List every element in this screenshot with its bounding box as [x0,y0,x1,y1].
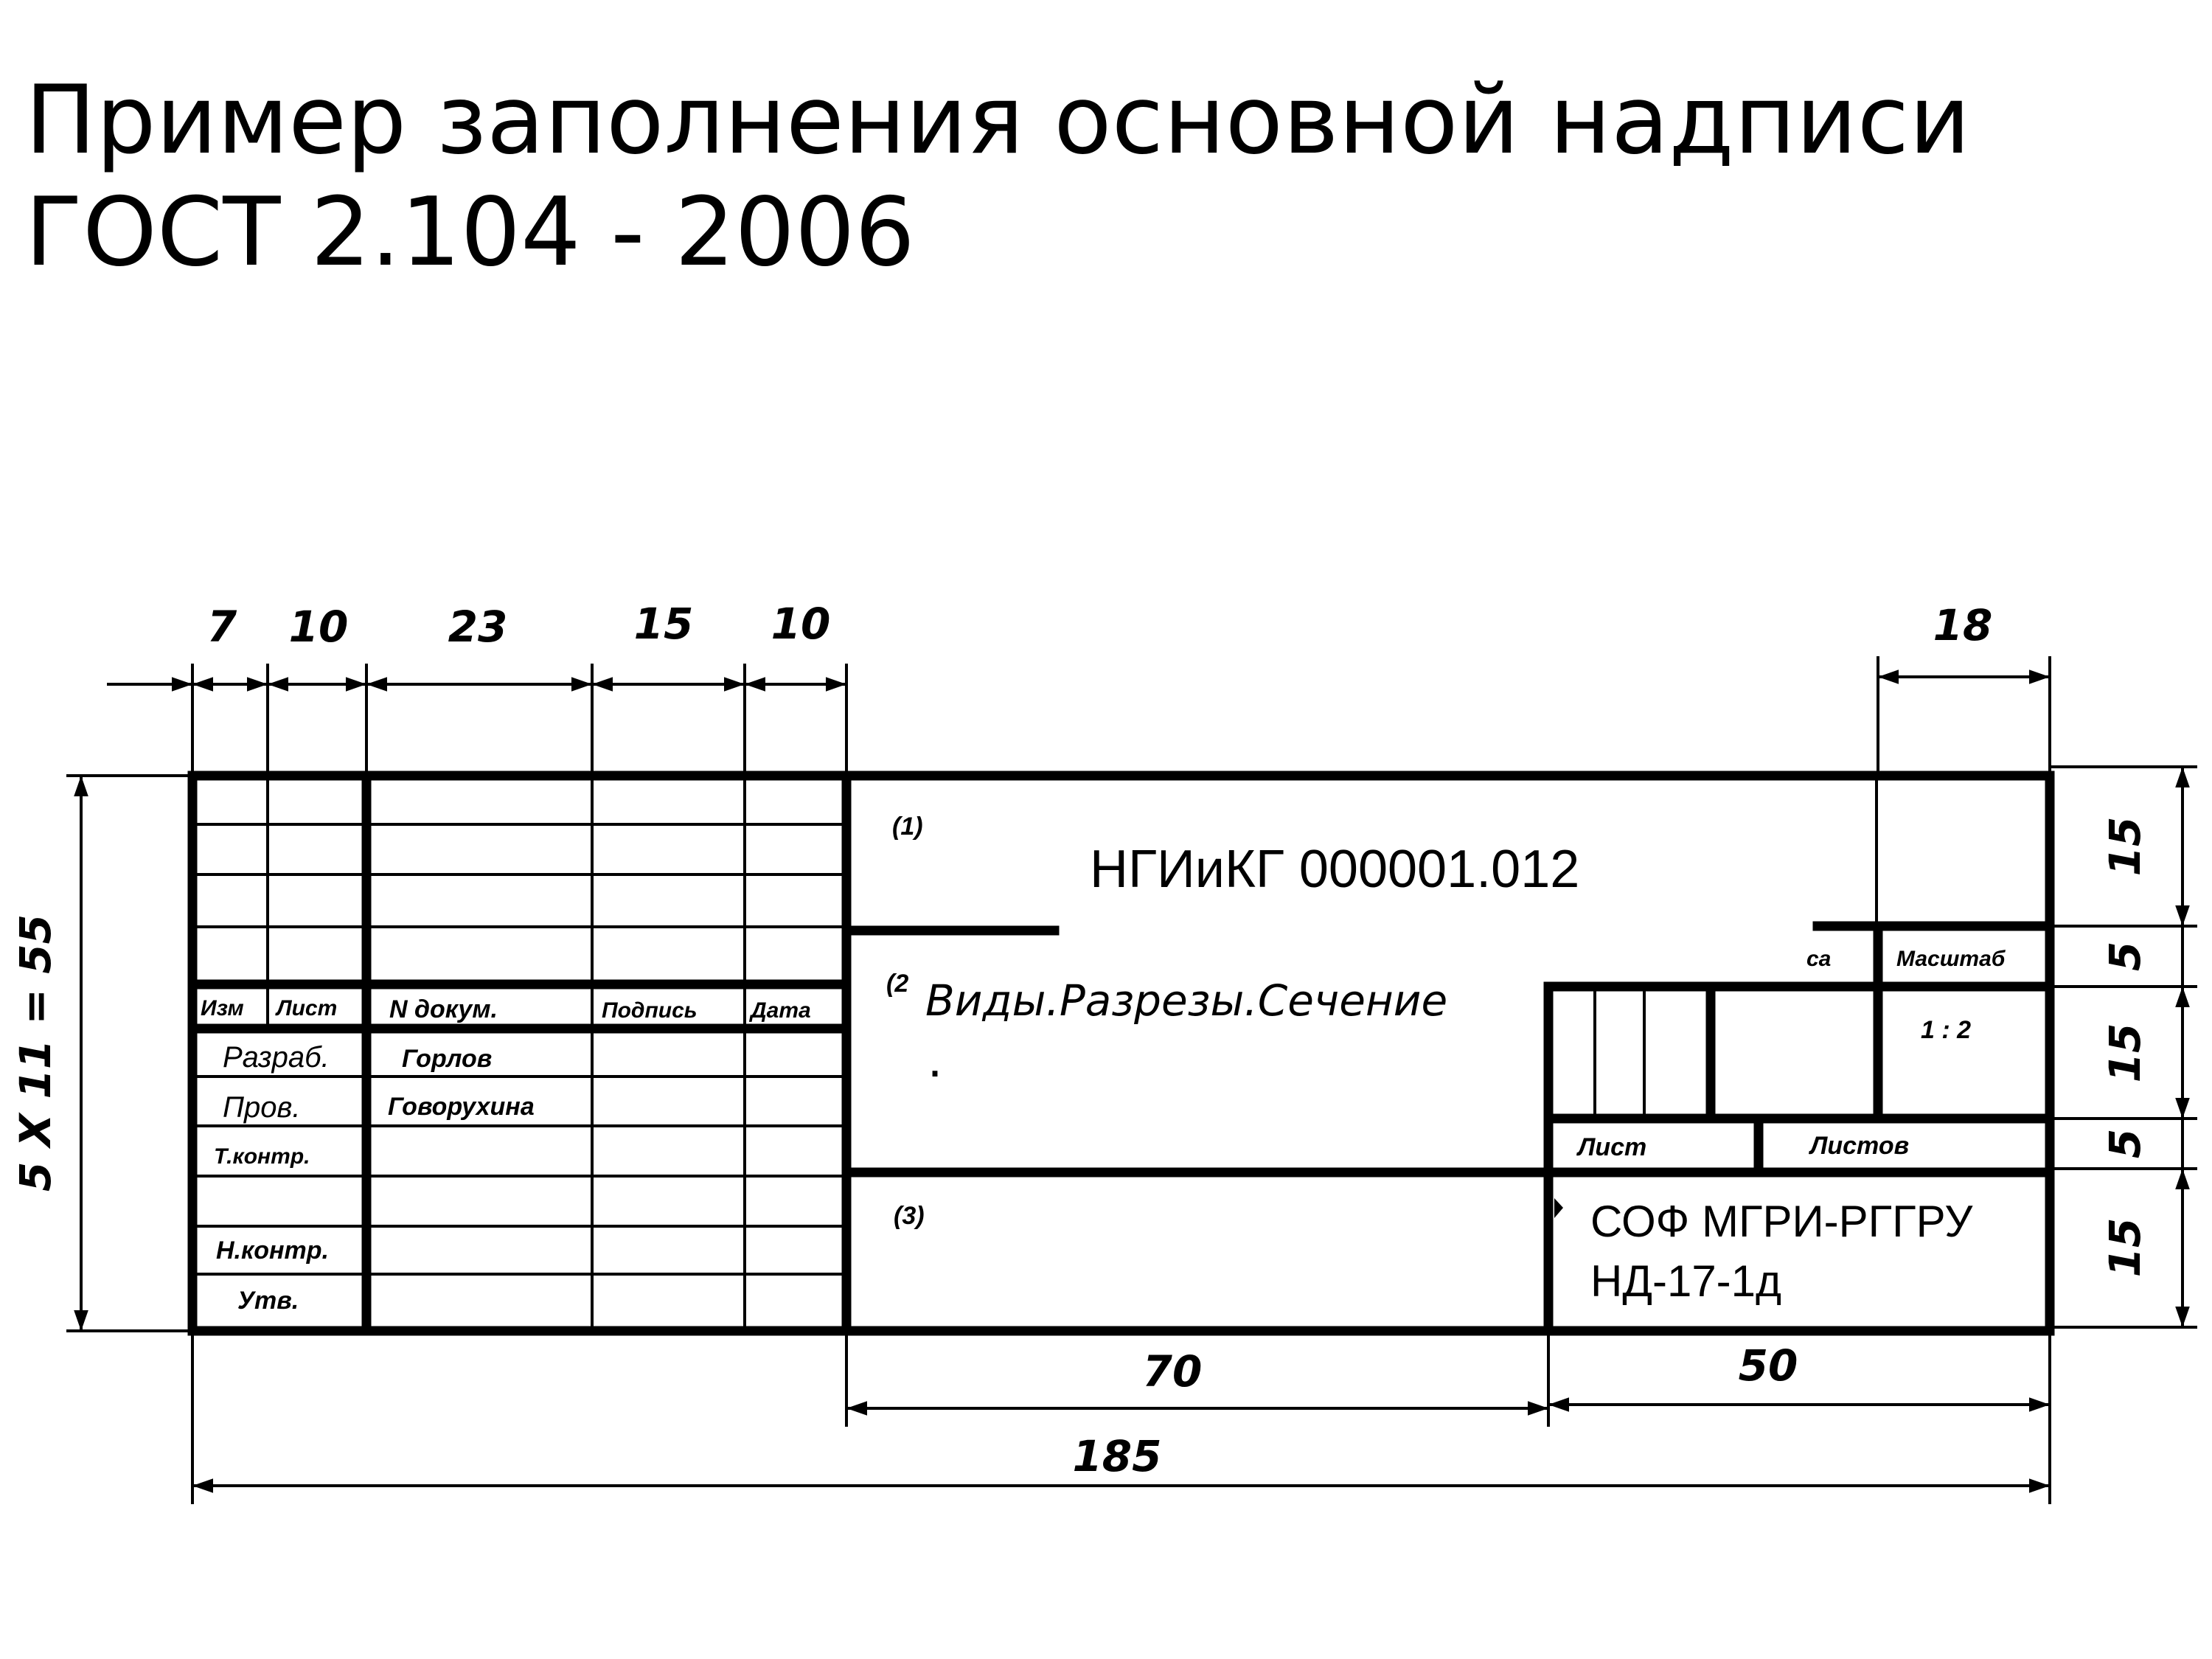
name-razrab: Горлов [402,1045,492,1073]
field3-marker: (3) [894,1202,925,1230]
org-line-2: НД-17-1д [1590,1256,1781,1306]
dim-10a: 10 [289,602,349,652]
col-podpis: Подпись [602,998,698,1023]
title-line-2: ГОСТ 2.104 - 2006 [25,178,915,288]
dim-right-5b: 5 [2100,1129,2150,1158]
dim-23: 23 [448,602,508,652]
dim-left-total: 5 X 11 = 55 [10,914,60,1192]
org-line-1: СОФ МГРИ-РГГРУ [1590,1197,1973,1246]
dim-right-15a: 15 [2100,817,2150,877]
dim-10b: 10 [771,599,831,649]
row-nkontr: Н.контр. [216,1237,329,1265]
doc-code: НГИиКГ 000001.012 [1090,840,1579,899]
col-list: Лист [275,996,337,1020]
field2-marker: (2 [886,970,908,998]
title-line-1: Пример заполнения основной надписи [25,66,1971,175]
row-razrab: Разраб. [223,1041,330,1074]
dim-right-15c: 15 [2100,1218,2150,1278]
col-izm: Изм [201,996,244,1020]
sheets-label: Листов [1808,1132,1909,1160]
dim-18: 18 [1933,600,1993,650]
dim-7: 7 [207,602,237,652]
dim-right-15b: 15 [2100,1023,2150,1083]
small-arrow-mark [1554,1198,1563,1218]
mass-label-partial: са [1806,947,1831,971]
scale-value: 1 : 2 [1921,1016,1971,1044]
dim-15: 15 [634,599,694,649]
col-ndokum: N докум. [389,995,498,1023]
sheet-label: Лист [1576,1133,1646,1161]
dim-185: 185 [1072,1431,1161,1481]
dot-mark: . [928,1029,942,1088]
dim-50: 50 [1739,1340,1798,1391]
row-tkontr: Т.контр. [214,1144,310,1169]
row-utv: Утв. [237,1287,299,1315]
left-block-grid [192,776,846,1331]
doc-title: Виды.Разрезы.Сечение [925,975,1447,1026]
row-prov: Пров. [223,1091,300,1124]
frame-thick-lines [187,771,2055,1336]
dimension-lines [66,656,2197,1504]
scale-label: Масштаб [1896,947,2006,971]
field1-marker: (1) [892,813,923,841]
col-data: Дата [748,998,811,1023]
dim-70: 70 [1143,1346,1203,1397]
dim-right-5a: 5 [2100,942,2150,971]
name-prov: Говорухина [388,1093,535,1121]
